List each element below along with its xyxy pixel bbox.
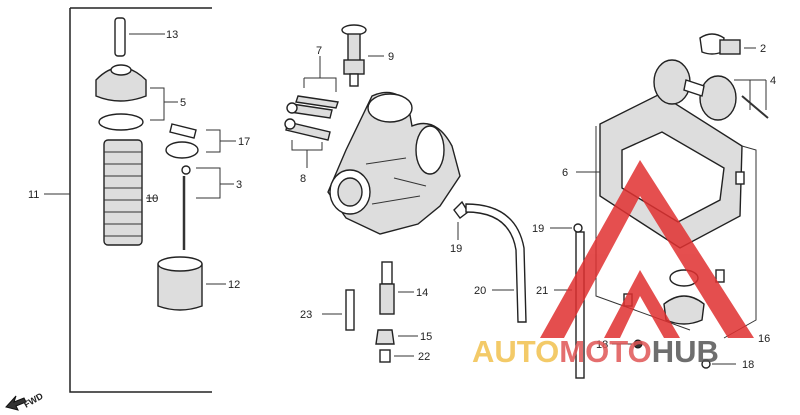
watermark-inner-triangle-icon <box>604 270 680 338</box>
automotohub-watermark-logo: AUTOMOTOHUB <box>472 160 754 369</box>
part-15-needle-jet <box>375 329 418 345</box>
part-23-pilot-jet <box>322 289 355 331</box>
callout-23: 23 <box>300 309 312 321</box>
watermark-triangle-icon <box>540 160 754 338</box>
callout-3: 3 <box>236 179 242 191</box>
callout-11: 11 <box>28 189 39 201</box>
callout-22: 22 <box>418 351 430 363</box>
part-9-valve-plunger <box>341 24 384 87</box>
callout-19-hose: 19 <box>450 243 462 255</box>
part-14-jet <box>379 261 414 315</box>
callout-18-right: 18 <box>742 359 754 371</box>
part-3-jet-needle <box>181 165 234 250</box>
part-5-top-cap <box>95 64 178 121</box>
callout-14: 14 <box>416 287 428 299</box>
callout-2: 2 <box>760 43 766 55</box>
fwd-arrow-icon <box>5 395 27 411</box>
fwd-label: FWD <box>22 391 45 410</box>
left-assembly-bracket <box>69 7 212 393</box>
part-gasket-ring <box>98 113 144 131</box>
callout-6: 6 <box>562 167 568 179</box>
callout-16: 16 <box>758 333 770 345</box>
callout-20: 20 <box>474 285 486 297</box>
callout-4: 4 <box>770 75 776 87</box>
part-12-throttle-valve <box>157 256 226 311</box>
part-10-spring <box>103 139 158 246</box>
callout-9: 9 <box>388 51 394 63</box>
svg-text:AUTOMOTOHUB: AUTOMOTOHUB <box>472 334 719 369</box>
part-17-clip <box>165 123 236 159</box>
part-2-plug <box>699 33 756 55</box>
callout-7: 7 <box>316 45 322 57</box>
callout-18-left: 18 <box>596 339 608 351</box>
part-4-float-pair <box>653 59 769 121</box>
part-8-screw-set <box>284 118 331 168</box>
carburetor-body <box>327 91 461 235</box>
part-22-washer <box>379 349 414 363</box>
watermark-hub-text: HUB <box>652 334 719 369</box>
part-7-screw-set <box>286 56 339 119</box>
callout-8: 8 <box>300 173 306 185</box>
callout-13: 13 <box>166 29 178 41</box>
callout-12: 12 <box>228 279 240 291</box>
callout-10: 10 <box>146 193 158 205</box>
callout-19-chamber: 19 <box>532 223 544 235</box>
watermark-moto-text: MOTO <box>559 334 651 369</box>
callout-5: 5 <box>180 97 186 109</box>
callout-21: 21 <box>536 285 548 297</box>
part-20-overflow-hose <box>465 203 527 323</box>
callout-17: 17 <box>238 136 250 148</box>
callout-15: 15 <box>420 331 432 343</box>
watermark-auto-text: AUTO <box>472 334 559 369</box>
part-13-needle-holder <box>114 17 165 57</box>
